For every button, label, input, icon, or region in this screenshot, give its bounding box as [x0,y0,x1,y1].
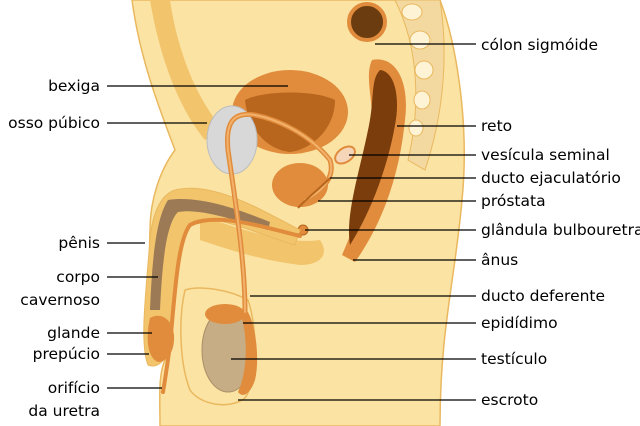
ejaculatory-duct [297,177,331,209]
sacrum [394,0,445,171]
seminal-vesicle [334,145,356,165]
epididymis [238,308,258,395]
label-seminal-vesicle: vesícula seminal [481,146,610,164]
label-urethral-orifice-line2: da uretra [28,402,100,420]
label-ejaculatory-duct: ducto ejaculatório [481,169,621,187]
label-bulbourethral-gland: glândula bulbouretral [481,221,640,239]
label-anus: ânus [481,251,518,269]
label-urethral-orifice-line1: orifício [48,379,100,397]
perineal-tissue [200,215,324,265]
label-penis: pênis [58,234,100,252]
label-epididymis: epidídimo [481,314,558,332]
label-corpus-cavernosum-line1: corpo [56,268,100,286]
label-foreskin: prepúcio [33,345,100,363]
label-scrotum: escroto [481,391,538,409]
abdominal-wall [150,0,222,140]
label-corpus-cavernosum-line2: cavernoso [20,291,100,309]
label-rectum: reto [481,117,512,135]
label-pubic-bone: osso púbico [8,114,100,132]
vas-deferens-highlight [226,113,333,313]
label-vas-deferens: ducto deferente [481,287,605,305]
vertebrae [401,3,434,137]
epididymis-head [205,304,245,324]
bladder-inner [245,92,335,152]
label-prostate: próstata [481,192,546,210]
label-bladder: bexiga [48,77,100,95]
leader-lines [107,43,476,401]
label-testicle: testículo [481,350,547,368]
label-glans: glande [47,324,100,342]
urethra [161,217,302,394]
label-sigmoid-colon: cólon sigmóide [481,36,598,54]
sigmoid-colon [347,2,387,42]
